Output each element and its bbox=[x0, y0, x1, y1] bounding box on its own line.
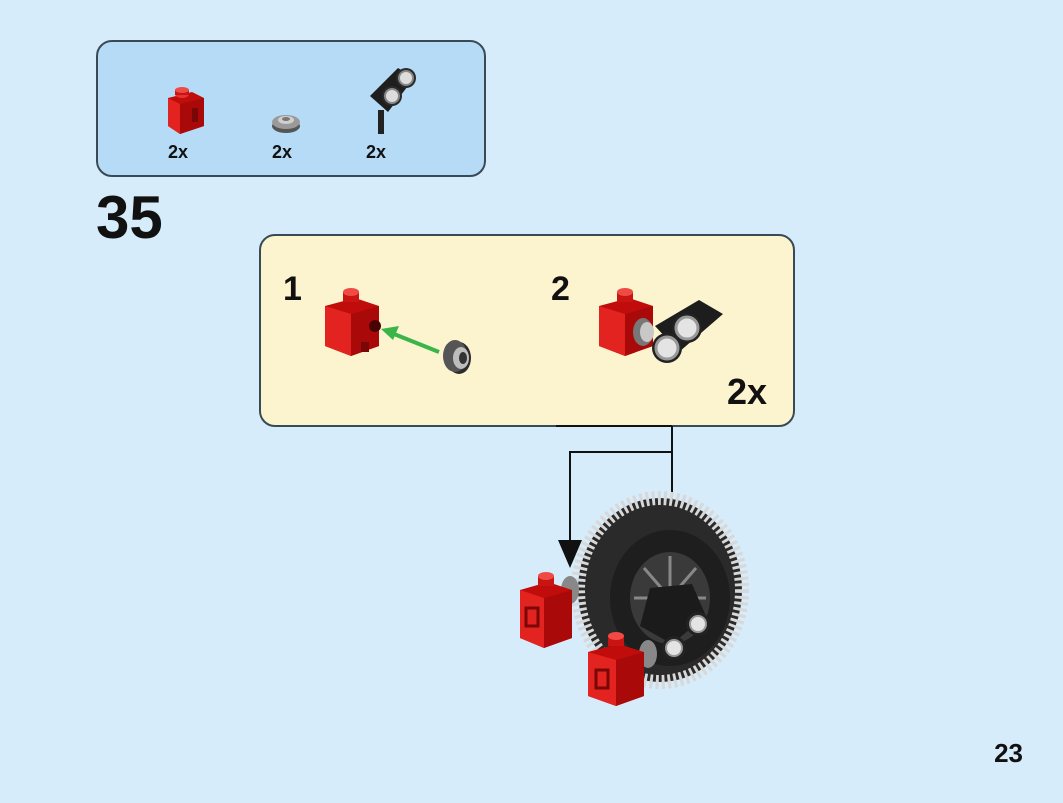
red-bracket-part-icon bbox=[168, 87, 204, 134]
black-axle-connector-part-icon bbox=[370, 68, 416, 134]
sub-assembly-box: 1 2 2x bbox=[259, 234, 795, 427]
parts-list-box: 2x 2x 2x bbox=[96, 40, 486, 177]
gray-round-plate-part-icon bbox=[272, 115, 300, 133]
main-assembly-illustration bbox=[520, 491, 749, 706]
page-number: 23 bbox=[994, 738, 1023, 768]
sub-step-2-illustration bbox=[599, 288, 723, 363]
part-qty: 2x bbox=[168, 142, 189, 162]
step-number: 35 bbox=[96, 184, 163, 251]
sub-assembly-multiplier: 2x bbox=[727, 371, 768, 412]
part-qty: 2x bbox=[272, 142, 293, 162]
sub-step-number: 1 bbox=[283, 270, 302, 308]
part-qty: 2x bbox=[366, 142, 387, 162]
sub-step-1-illustration bbox=[325, 288, 471, 374]
sub-step-number: 2 bbox=[551, 270, 570, 308]
